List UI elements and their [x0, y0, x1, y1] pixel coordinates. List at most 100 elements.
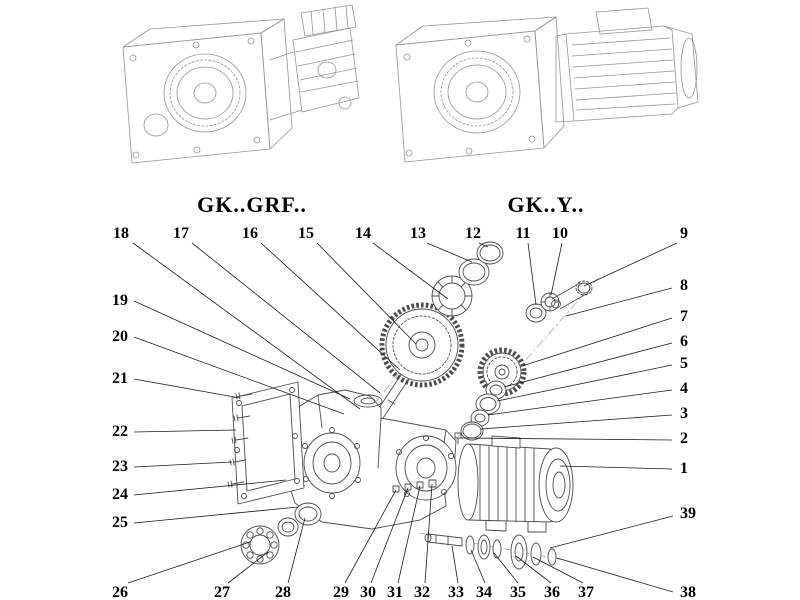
part-number-5: 5 [680, 355, 688, 372]
screw-icon [229, 458, 247, 466]
main-bearing [431, 275, 473, 317]
part-number-32: 32 [414, 584, 430, 600]
part-number-3: 3 [680, 405, 688, 422]
leader-line-33 [451, 545, 459, 584]
part-number-4: 4 [680, 380, 688, 397]
leader-line-8 [565, 287, 673, 317]
caption-gk-grf: GK..GRF.. [197, 192, 307, 217]
screw-icon [231, 436, 249, 444]
part-number-7: 7 [680, 308, 688, 325]
part-number-9: 9 [680, 225, 688, 242]
leader-line-17 [191, 242, 381, 394]
leader-line-5 [496, 364, 673, 402]
leader-line-36 [515, 555, 552, 584]
leader-line-38 [556, 557, 674, 593]
gearbox-grf-drawing [122, 4, 360, 164]
part-number-16: 16 [242, 225, 258, 242]
part-number-10: 10 [552, 225, 568, 242]
leader-line-30 [370, 487, 409, 584]
part-number-2: 2 [680, 430, 688, 447]
leader-line-1 [559, 465, 673, 470]
part-number-23: 23 [112, 458, 128, 475]
gearbox-y-drawing [395, 7, 699, 163]
part-number-1: 1 [680, 460, 688, 477]
spacer-rings [460, 380, 507, 441]
output-shaft-assembly [424, 533, 557, 570]
part-number-25: 25 [112, 514, 128, 531]
part-number-13: 13 [410, 225, 426, 242]
part-number-27: 27 [214, 584, 230, 600]
seal-and-bearing [240, 502, 322, 565]
part-number-39: 39 [680, 505, 696, 522]
part-number-19: 19 [112, 292, 128, 309]
leader-line-31 [397, 485, 421, 584]
leader-line-12 [478, 242, 489, 248]
part-number-26: 26 [112, 584, 128, 600]
part-number-31: 31 [387, 584, 403, 600]
leader-line-7 [521, 317, 673, 367]
leader-line-28 [287, 517, 306, 584]
leader-line-6 [503, 342, 673, 388]
part-number-15: 15 [298, 225, 314, 242]
leader-line-25 [133, 506, 299, 524]
leader-line-23 [133, 461, 233, 468]
leader-line-34 [470, 549, 486, 584]
leader-line-21 [133, 378, 241, 399]
part-number-33: 33 [448, 584, 464, 600]
part-number-28: 28 [275, 584, 291, 600]
leader-line-37 [532, 556, 584, 584]
part-number-24: 24 [112, 486, 128, 503]
part-number-34: 34 [476, 584, 492, 600]
leader-line-4 [487, 389, 673, 416]
leader-line-18 [132, 242, 361, 410]
part-number-18: 18 [113, 225, 129, 242]
leader-line-29 [344, 489, 397, 584]
part-number-35: 35 [510, 584, 526, 600]
leader-line-22 [133, 429, 237, 433]
leader-line-13 [426, 242, 473, 263]
electric-motor [457, 435, 574, 533]
part-number-6: 6 [680, 333, 688, 350]
part-number-22: 22 [112, 423, 128, 440]
leader-line-39 [549, 515, 674, 549]
leader-line-16 [260, 242, 401, 371]
leader-line-9 [583, 242, 678, 287]
leader-line-14 [372, 242, 449, 300]
leader-line-19 [133, 300, 351, 400]
leader-line-3 [480, 414, 673, 430]
side-cover-assembly [227, 381, 305, 505]
part-number-12: 12 [465, 225, 481, 242]
part-number-17: 17 [173, 225, 189, 242]
leader-line-32 [424, 483, 433, 584]
main-gear [379, 302, 465, 388]
leader-line-26 [127, 541, 251, 584]
part-number-29: 29 [333, 584, 349, 600]
part-number-30: 30 [360, 584, 376, 600]
screw-icon [227, 480, 245, 488]
part-number-37: 37 [578, 584, 594, 600]
part-number-14: 14 [355, 225, 371, 242]
screw-icon [233, 414, 251, 422]
leader-line-11 [527, 242, 537, 306]
part-number-36: 36 [544, 584, 560, 600]
part-number-11: 11 [515, 225, 530, 242]
leader-lines [127, 242, 678, 593]
leader-line-35 [493, 552, 519, 584]
leader-line-24 [133, 479, 287, 496]
leader-line-10 [550, 242, 563, 296]
exploded-view [227, 241, 599, 570]
part-number-38: 38 [680, 584, 696, 600]
leader-line-20 [133, 336, 345, 415]
leader-line-15 [316, 242, 417, 345]
part-number-21: 21 [112, 370, 128, 387]
caption-gk-y: GK..Y.. [507, 192, 584, 217]
leader-line-27 [227, 551, 269, 584]
retaining-rings-top [458, 241, 504, 286]
centerline-main-shaft [351, 245, 501, 433]
input-pinion-stack [525, 280, 593, 323]
flange-small-parts [392, 479, 437, 493]
part-number-20: 20 [112, 328, 128, 345]
